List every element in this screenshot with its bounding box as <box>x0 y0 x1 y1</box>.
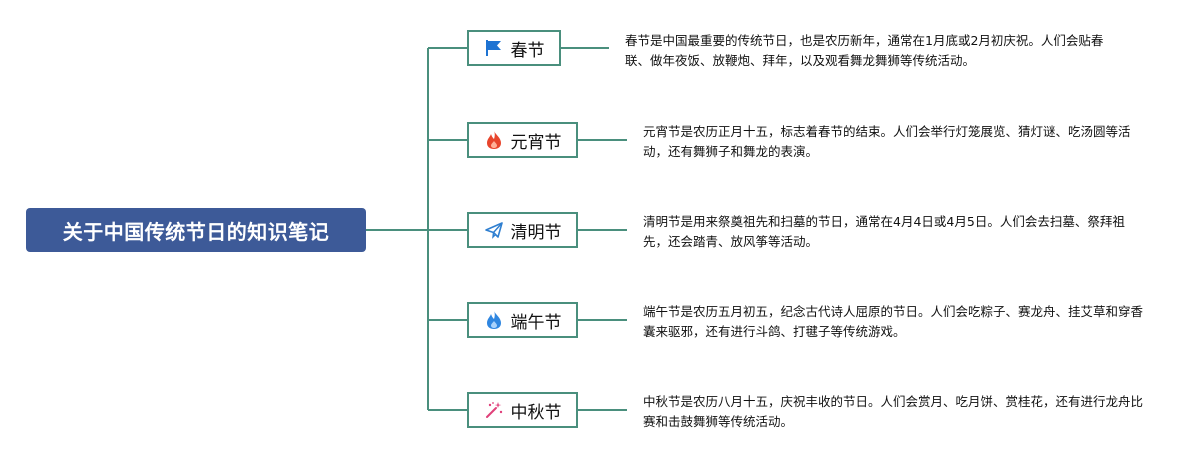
branch-description: 中秋节是农历八月十五，庆祝丰收的节日。人们会赏月、吃月饼、赏桂花，还有进行龙舟比… <box>643 394 1144 429</box>
branch-node-dragon-boat-festival[interactable]: 端午节 <box>467 302 578 338</box>
branch-description: 清明节是用来祭奠祖先和扫墓的节日，通常在4月4日或4月5日。人们会去扫墓、祭拜祖… <box>643 214 1125 249</box>
branch-node-mid-autumn-festival[interactable]: 中秋节 <box>467 392 578 428</box>
branch-node-qingming-festival[interactable]: 清明节 <box>467 212 578 248</box>
branch-label: 春节 <box>510 40 545 61</box>
branch-description: 端午节是农历五月初五，纪念古代诗人屈原的节日。人们会吃粽子、赛龙舟、挂艾草和穿香… <box>643 304 1144 339</box>
root-title: 关于中国传统节日的知识笔记 <box>62 219 330 244</box>
flame-icon <box>484 310 504 330</box>
root-node[interactable]: 关于中国传统节日的知识笔记 <box>26 208 366 252</box>
flag-icon <box>484 38 504 58</box>
branch-node-spring-festival[interactable]: 春节 <box>467 30 561 66</box>
branch-label: 清明节 <box>510 222 562 243</box>
fire-icon <box>484 130 504 150</box>
branch-description: 春节是中国最重要的传统节日，也是农历新年，通常在1月底或2月初庆祝。人们会贴春联… <box>625 33 1104 68</box>
branch-label: 端午节 <box>510 312 562 333</box>
paper-plane-icon <box>484 220 504 240</box>
branch-node-lantern-festival[interactable]: 元宵节 <box>467 122 578 158</box>
branch-description: 元宵节是农历正月十五，标志着春节的结束。人们会举行灯笼展览、猜灯谜、吃汤圆等活动… <box>643 124 1131 159</box>
branch-label: 元宵节 <box>510 132 562 153</box>
magic-wand-icon <box>484 400 504 420</box>
branch-label: 中秋节 <box>510 402 562 423</box>
